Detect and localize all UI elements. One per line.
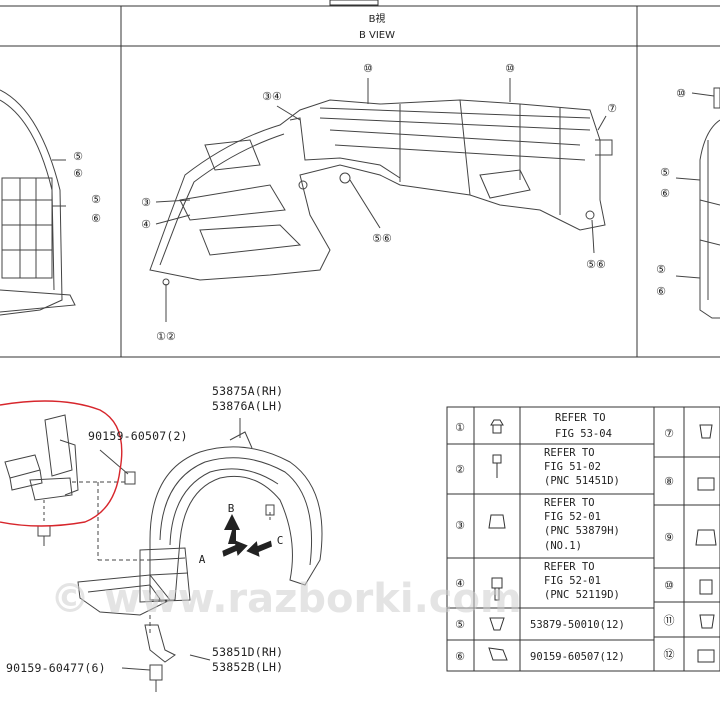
arrow-a-icon — [222, 540, 248, 557]
legend-row-3-line-2: FIG 52-01 — [544, 511, 601, 523]
view-label-a: A — [199, 553, 206, 566]
legend-row-6-line-1: 90159-60507(12) — [530, 651, 625, 663]
legend-num-3: ③ — [455, 519, 465, 532]
callout-5-6-right: ⑤⑥ — [586, 258, 606, 271]
callout-5-left-b: ⑤ — [91, 193, 101, 206]
legend-table-grid — [446, 406, 720, 672]
part-bolt-bottom: 90159-60477(6) — [6, 661, 106, 675]
legend-num-6: ⑥ — [455, 650, 465, 663]
legend-row-2-line-1: REFER TO — [544, 447, 595, 459]
callout-5-right-b: ⑤ — [656, 263, 666, 276]
callout-10-a: ⑩ — [363, 62, 373, 75]
legend-num-11: ⑪ — [664, 614, 675, 627]
legend-num-12: ⑫ — [664, 648, 675, 661]
callout-7: ⑦ — [607, 102, 617, 115]
view-label-b: B — [228, 502, 235, 515]
callout-10-right: ⑩ — [676, 87, 686, 100]
legend-row-1-line-1: REFER TO — [555, 412, 606, 424]
callout-5-6-mid: ⑤⑥ — [372, 232, 392, 245]
callout-6-left-b: ⑥ — [91, 212, 101, 225]
part-liner-lh: 53876A(LH) — [212, 399, 283, 413]
legend-row-2-line-2: FIG 51-02 — [544, 461, 601, 473]
callout-3-4-top: ③④ — [262, 90, 282, 103]
legend-row-4-line-3: (PNC 52119D) — [544, 589, 620, 601]
legend-row-3-line-4: (NO.1) — [544, 540, 582, 552]
callout-3: ③ — [141, 196, 151, 209]
legend-num-7: ⑦ — [664, 427, 674, 440]
legend-row-2-line-3: (PNC 51451D) — [544, 475, 620, 487]
callout-4: ④ — [141, 218, 151, 231]
legend-num-5: ⑤ — [455, 618, 465, 631]
legend-num-2: ② — [455, 463, 465, 476]
legend-row-1-line-2: FIG 53-04 — [555, 428, 612, 440]
legend-left-numbers: ① ② ③ ④ ⑤ ⑥ — [455, 421, 465, 663]
legend-row-3-line-1: REFER TO — [544, 497, 595, 509]
legend-num-4: ④ — [455, 577, 465, 590]
legend-num-8: ⑧ — [664, 475, 674, 488]
legend-num-10: ⑩ — [664, 579, 674, 592]
callout-6-right-b: ⑥ — [656, 285, 666, 298]
legend-fastener-icons — [488, 419, 717, 663]
callout-5-right-a: ⑤ — [660, 166, 670, 179]
b-view-heading-jp: B視 — [369, 12, 386, 25]
bracket-drawing — [4, 414, 150, 561]
red-marker-circle — [0, 400, 123, 527]
legend-row-4-line-2: FIG 52-01 — [544, 575, 601, 587]
part-bolt-top: 90159-60507(2) — [88, 429, 188, 443]
right-view-drawing — [675, 87, 720, 319]
callout-6-right-a: ⑥ — [660, 187, 670, 200]
callout-6-left-a: ⑥ — [73, 167, 83, 180]
legend-row-5-line-1: 53879-50010(12) — [530, 619, 625, 631]
callout-1-2: ①② — [156, 330, 176, 343]
b-view-drawing — [149, 78, 613, 322]
arrow-c-icon — [246, 540, 272, 557]
legend-num-1: ① — [455, 421, 465, 434]
callout-5-left-a: ⑤ — [73, 150, 83, 163]
part-liner-rh: 53875A(RH) — [212, 384, 283, 398]
legend-row-3-line-3: (PNC 53879H) — [544, 525, 620, 537]
part-cover-lh: 53852B(LH) — [212, 660, 283, 674]
legend-right-numbers: ⑦ ⑧ ⑨ ⑩ ⑪ ⑫ — [664, 427, 675, 661]
callout-10-b: ⑩ — [505, 62, 515, 75]
legend-row-4-line-1: REFER TO — [544, 561, 595, 573]
arrow-b-icon — [224, 514, 240, 544]
part-cover-rh: 53851D(RH) — [212, 645, 283, 659]
top-panel-frame — [0, 0, 720, 358]
watermark: © www.razborki.com — [50, 576, 522, 622]
left-view-drawing — [0, 89, 76, 316]
fender-liner-drawing — [77, 418, 323, 692]
b-view-heading-en: B VIEW — [359, 30, 395, 41]
view-label-c: C — [277, 534, 284, 547]
legend-descriptions: REFER TO FIG 53-04 REFER TO FIG 51-02 (P… — [530, 412, 625, 663]
legend-num-9: ⑨ — [664, 531, 674, 544]
